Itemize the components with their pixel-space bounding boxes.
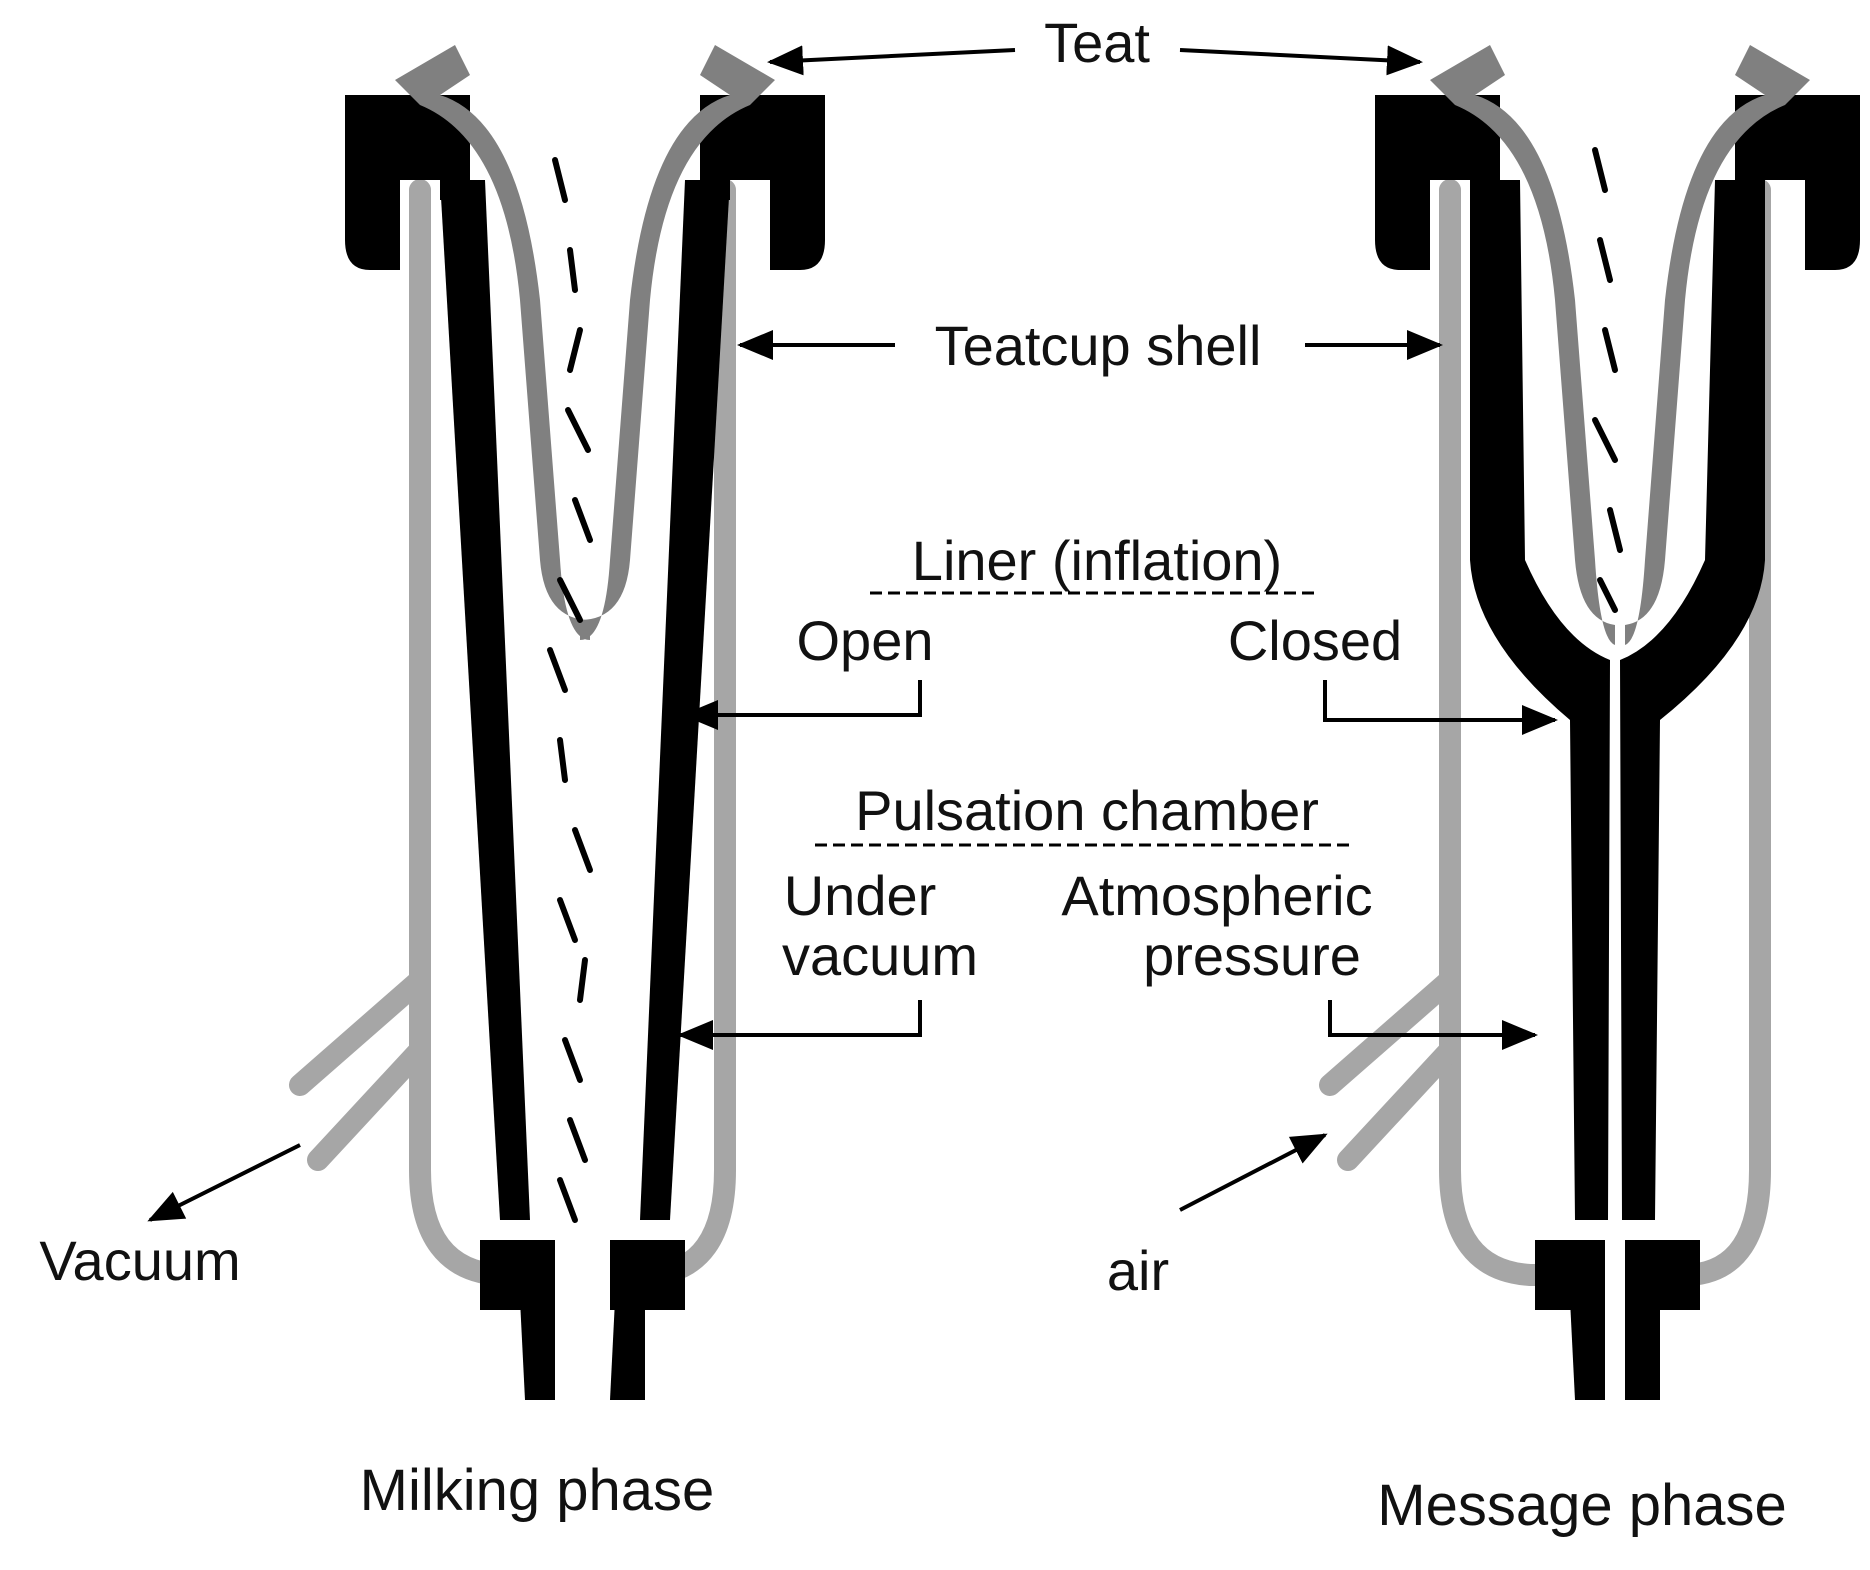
label-vacuum-line: vacuum: [782, 924, 978, 987]
arrow-teat-left: [767, 45, 1016, 76]
liner-closed: [1470, 180, 1765, 1400]
teatcup-massage: [1319, 45, 1860, 1400]
label-teatcup-shell: Teatcup shell: [935, 314, 1262, 377]
label-vacuum: Vacuum: [39, 1229, 240, 1292]
arrow-atmospheric: [1328, 1000, 1538, 1050]
label-atmospheric: Atmospheric: [1061, 864, 1372, 927]
arrow-vacuum: [147, 1143, 301, 1222]
arrow-under-vacuum: [677, 1000, 922, 1050]
label-air: air: [1107, 1239, 1169, 1302]
caption-message-phase: Message phase: [1377, 1473, 1786, 1538]
liner-open: [440, 180, 730, 1400]
arrow-closed: [1323, 680, 1558, 735]
label-under: Under: [784, 864, 937, 927]
label-pressure: pressure: [1143, 924, 1361, 987]
arrow-teat-right: [1179, 45, 1423, 76]
label-pulsation-heading: Pulsation chamber: [855, 779, 1319, 842]
arrow-air: [1179, 1133, 1328, 1212]
label-liner-open: Open: [797, 609, 934, 672]
heading-underlines: [815, 591, 1355, 847]
liner-head-left: [345, 95, 825, 270]
teat-left: [395, 45, 775, 640]
label-teat: Teat: [1044, 11, 1150, 74]
label-liner-heading: Liner (inflation): [912, 529, 1282, 592]
milk-flow-left: [547, 157, 593, 1223]
milk-flow-right: [1592, 147, 1623, 613]
teat-right: [1430, 45, 1810, 645]
teatcup-milking: [289, 45, 825, 1400]
liner-head-right: [1375, 95, 1860, 270]
label-liner-closed: Closed: [1228, 609, 1402, 672]
annotation-arrows: [147, 45, 1558, 1222]
arrow-open: [682, 680, 922, 730]
teatcup-shell-right: [1319, 179, 1771, 1286]
caption-milking-phase: Milking phase: [360, 1458, 715, 1523]
